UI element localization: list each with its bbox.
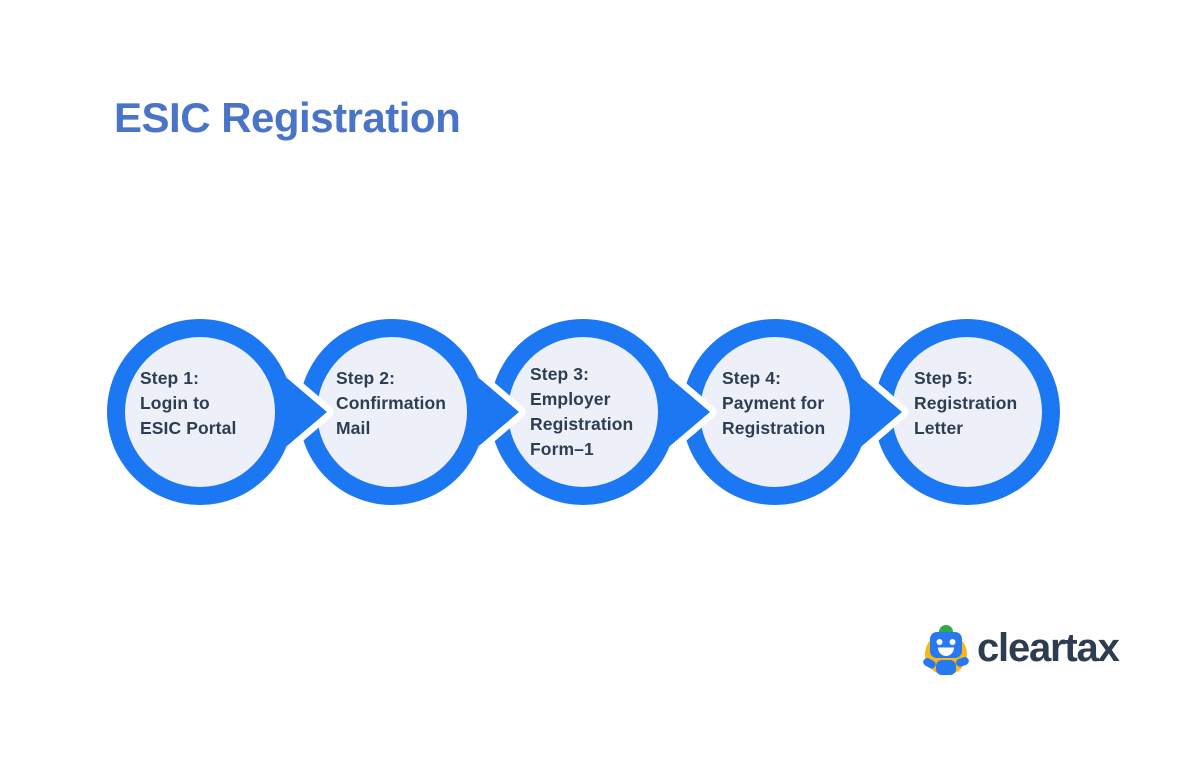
step-3-label: Step 3: Employer Registration Form–1 — [530, 364, 634, 459]
step-1-label: Step 1: Login to ESIC Portal — [140, 368, 237, 438]
step-2-label: Step 2: Confirmation Mail — [336, 368, 447, 438]
flow-step-3-shape — [483, 312, 717, 512]
flow-step-2-shape — [292, 312, 526, 512]
page-title: ESIC Registration — [114, 94, 461, 141]
step-4-label: Step 4: Payment for Registration — [722, 368, 826, 438]
flow-step-5-shape — [867, 312, 1067, 512]
logo-wordmark: cleartax — [977, 626, 1120, 670]
cleartax-logo: cleartax — [922, 622, 1120, 678]
flow-step-1-shape — [100, 312, 334, 512]
robot-mascot-icon — [923, 625, 969, 675]
step-5-label: Step 5: Registration Letter — [914, 368, 1018, 438]
